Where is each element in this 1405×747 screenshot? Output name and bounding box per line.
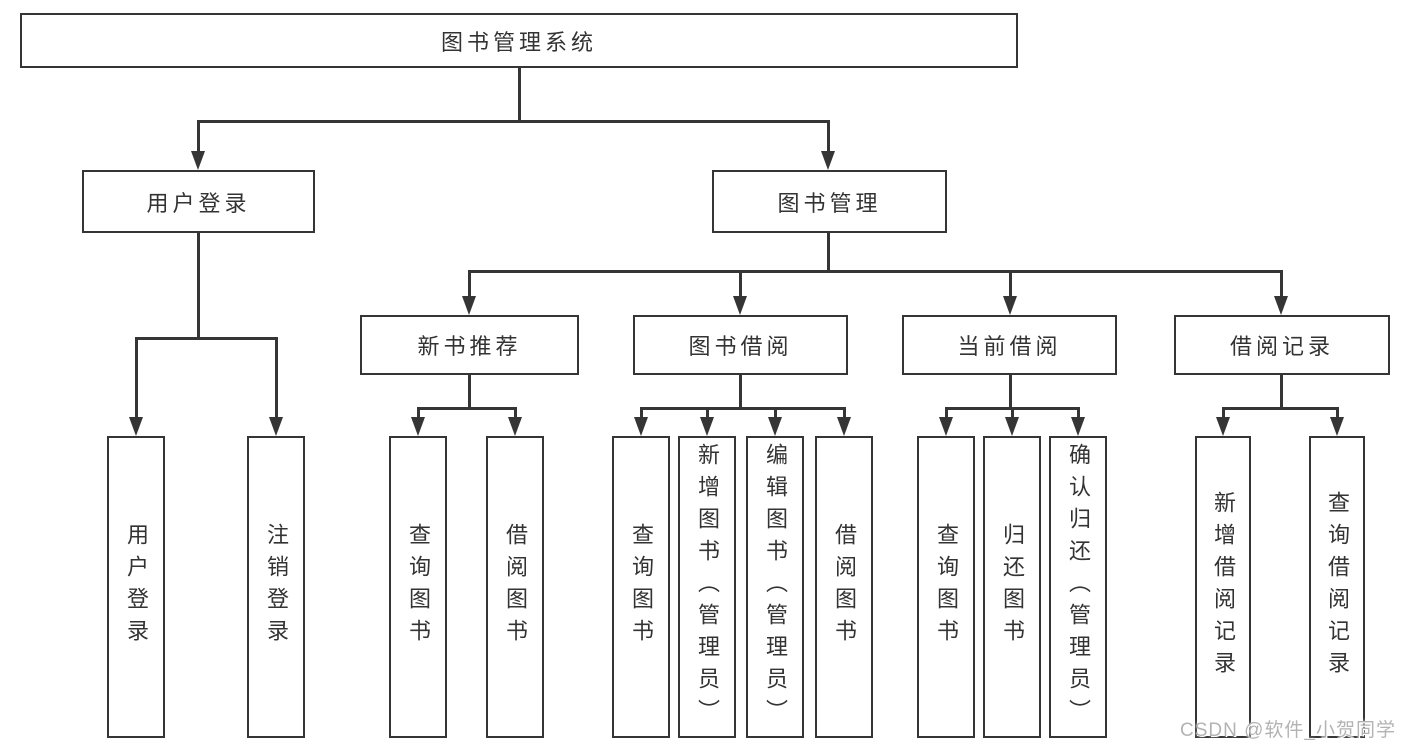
node-new-book-rec-label: 新书推荐 — [417, 334, 522, 359]
node-new-book-rec: 新书推荐 — [360, 315, 579, 375]
connector-to-borrow-record — [1280, 270, 1283, 298]
arrowhead-icon — [768, 417, 782, 436]
arrowhead-icon — [700, 417, 714, 436]
csdn-watermark: CSDN @软件_小贺同学 — [1180, 720, 1396, 741]
connector-to-leaf-rec-query — [417, 407, 420, 420]
connector-user-login-bus — [135, 337, 277, 340]
leaf-bb-borrow-books: 借阅图书 — [815, 436, 873, 738]
leaf-rec-borrow-books-label: 借阅图书 — [503, 523, 528, 651]
arrowhead-icon — [129, 417, 143, 436]
connector-to-user-login — [197, 120, 200, 153]
leaf-user-login-label: 用户登录 — [124, 523, 149, 651]
node-book-borrow-label: 图书借阅 — [688, 334, 793, 359]
node-borrow-record-label: 借阅记录 — [1229, 334, 1334, 359]
arrowhead-icon — [939, 417, 953, 436]
leaf-br-query-record: 查询借阅记录 — [1309, 436, 1365, 738]
node-borrow-record: 借阅记录 — [1174, 315, 1390, 375]
connector-current-borrow-stem — [1009, 375, 1012, 409]
node-current-borrow-label: 当前借阅 — [957, 334, 1062, 359]
leaf-user-login: 用户登录 — [107, 436, 165, 738]
connector-to-leaf-cb-confirm — [1077, 407, 1080, 420]
node-book-mgmt-label: 图书管理 — [777, 190, 882, 216]
connector-to-leaf-br-add — [1222, 407, 1225, 420]
leaf-logout-label: 注销登录 — [264, 523, 289, 651]
leaf-cb-confirm-return-admin: 确认归还（管理员） — [1049, 436, 1107, 738]
arrowhead-icon — [462, 296, 476, 315]
connector-to-leaf-bb-edit — [774, 407, 777, 420]
leaf-bb-add-books-admin-label: 新增图书（管理员） — [695, 443, 720, 731]
arrowhead-icon — [1216, 417, 1230, 436]
connector-to-leaf-cb-query — [945, 407, 948, 420]
connector-to-leaf-bb-add — [706, 407, 709, 420]
leaf-bb-query-books-label: 查询图书 — [629, 523, 654, 651]
arrowhead-icon — [191, 151, 205, 170]
connector-new-book-rec-stem — [468, 375, 471, 409]
leaf-cb-confirm-return-admin-label: 确认归还（管理员） — [1066, 443, 1091, 731]
connector-book-mgmt-bus — [468, 270, 1282, 273]
leaf-bb-edit-books-admin-label: 编辑图书（管理员） — [763, 443, 788, 731]
leaf-bb-add-books-admin: 新增图书（管理员） — [678, 436, 736, 738]
connector-root-stem — [518, 68, 521, 120]
leaf-rec-query-books-label: 查询图书 — [406, 523, 431, 651]
arrowhead-icon — [821, 151, 835, 170]
arrowhead-icon — [1071, 417, 1085, 436]
connector-borrow-record-bus — [1222, 407, 1338, 410]
connector-book-borrow-stem — [739, 375, 742, 409]
connector-user-login-stem — [197, 233, 200, 339]
leaf-cb-return-books: 归还图书 — [983, 436, 1041, 738]
node-user-login: 用户登录 — [82, 170, 315, 233]
arrowhead-icon — [1003, 296, 1017, 315]
leaf-rec-borrow-books: 借阅图书 — [486, 436, 544, 738]
connector-to-leaf-logout — [275, 337, 278, 420]
arrowhead-icon — [837, 417, 851, 436]
connector-to-book-mgmt — [827, 120, 830, 153]
node-root-label: 图书管理系统 — [440, 29, 597, 55]
arrowhead-icon — [733, 296, 747, 315]
leaf-br-add-record: 新增借阅记录 — [1195, 436, 1251, 738]
leaf-cb-query-books: 查询图书 — [917, 436, 975, 738]
connector-to-leaf-cb-return — [1011, 407, 1014, 420]
connector-to-leaf-bb-borrow — [843, 407, 846, 420]
connector-to-book-borrow — [739, 270, 742, 298]
leaf-rec-query-books: 查询图书 — [389, 436, 447, 738]
connector-root-bus — [197, 120, 829, 123]
connector-new-book-rec-bus — [417, 407, 517, 410]
connector-to-new-book-rec — [468, 270, 471, 298]
arrowhead-icon — [1330, 417, 1344, 436]
connector-borrow-record-stem — [1280, 375, 1283, 409]
leaf-br-query-record-label: 查询借阅记录 — [1325, 491, 1350, 683]
node-user-login-label: 用户登录 — [146, 190, 251, 216]
arrowhead-icon — [1274, 296, 1288, 315]
node-current-borrow: 当前借阅 — [902, 315, 1117, 375]
connector-to-leaf-bb-query — [640, 407, 643, 420]
leaf-cb-query-books-label: 查询图书 — [934, 523, 959, 651]
node-book-borrow: 图书借阅 — [633, 315, 848, 375]
connector-to-leaf-rec-borrow — [514, 407, 517, 420]
arrowhead-icon — [411, 417, 425, 436]
arrowhead-icon — [269, 417, 283, 436]
leaf-br-add-record-label: 新增借阅记录 — [1211, 491, 1236, 683]
leaf-logout: 注销登录 — [247, 436, 305, 738]
node-book-mgmt: 图书管理 — [712, 170, 947, 233]
arrowhead-icon — [634, 417, 648, 436]
leaf-bb-borrow-books-label: 借阅图书 — [832, 523, 857, 651]
leaf-bb-edit-books-admin: 编辑图书（管理员） — [746, 436, 804, 738]
connector-book-borrow-bus — [640, 407, 845, 410]
arrowhead-icon — [1005, 417, 1019, 436]
connector-to-leaf-br-query — [1336, 407, 1339, 420]
leaf-bb-query-books: 查询图书 — [612, 436, 670, 738]
arrowhead-icon — [508, 417, 522, 436]
node-root: 图书管理系统 — [20, 13, 1018, 68]
leaf-cb-return-books-label: 归还图书 — [1000, 523, 1025, 651]
connector-to-current-borrow — [1009, 270, 1012, 298]
connector-book-mgmt-stem — [827, 233, 830, 273]
connector-to-leaf-user-login — [135, 337, 138, 420]
